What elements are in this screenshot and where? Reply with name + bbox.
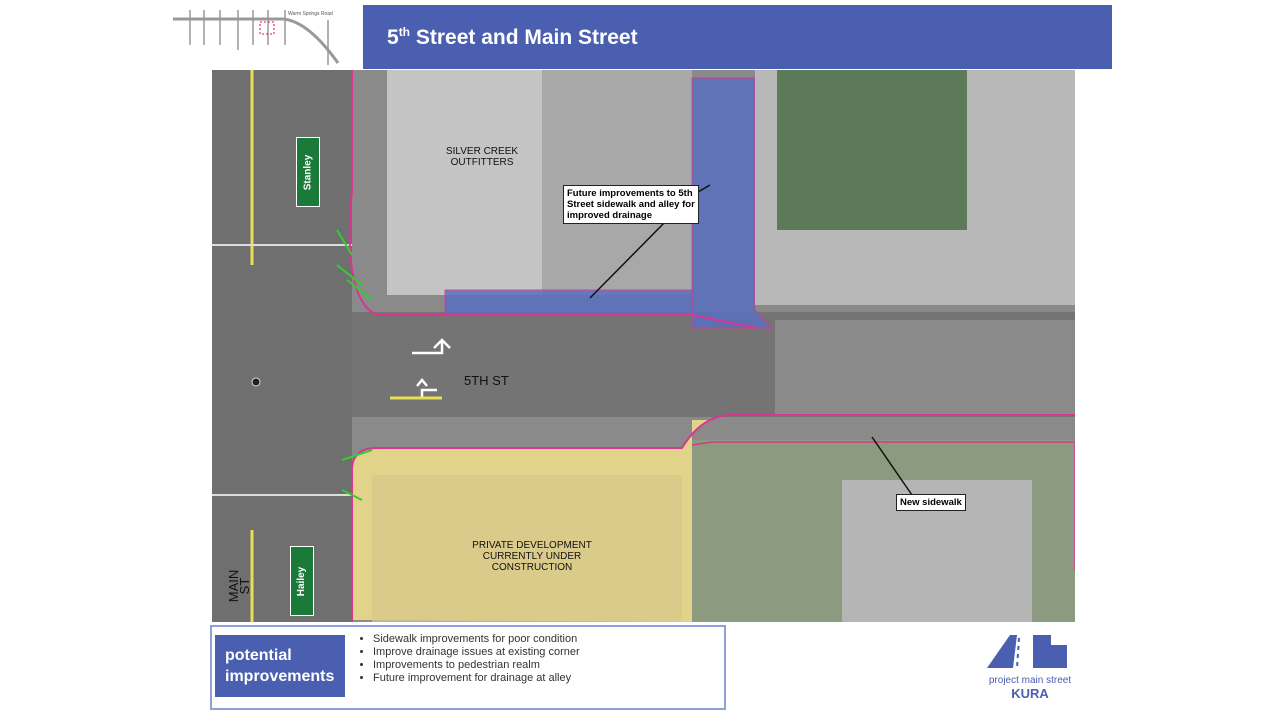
title-bar: 5th Street and Main Street (363, 5, 1112, 69)
legend-list: Sidewalk improvements for poor condition… (357, 633, 580, 685)
private-development-label: PRIVATE DEVELOPMENT CURRENTLY UNDER CONS… (472, 540, 592, 573)
hailey-sign: Hailey (290, 546, 314, 616)
legend-heading: potential improvements (215, 635, 345, 697)
fifth-st-label: 5TH ST (464, 373, 509, 388)
stanley-sign: Stanley (296, 137, 320, 207)
project-main-street-logo: project main street KURA (985, 630, 1075, 705)
key-map: Warm Springs Road (168, 5, 358, 67)
keymap-road-label: Warm Springs Road (288, 11, 333, 17)
legend-box: potential improvements Sidewalk improvem… (210, 625, 726, 710)
new-sidewalk-callout: New sidewalk (896, 494, 966, 511)
page-title: 5th Street and Main Street (387, 25, 638, 49)
legend-item: Improvements to pedestrian realm (373, 659, 580, 672)
legend-item: Future improvement for drainage at alley (373, 672, 580, 685)
kura-logo: KURA (1011, 686, 1049, 701)
future-improvements-callout: Future improvements to 5th Street sidewa… (563, 185, 699, 224)
silver-creek-label: SILVER CREEK OUTFITTERS (445, 146, 519, 168)
legend-item: Sidewalk improvements for poor condition (373, 633, 580, 646)
legend-item: Improve drainage issues at existing corn… (373, 646, 580, 659)
aerial-map: SILVER CREEK OUTFITTERS 5TH ST MAIN ST P… (212, 70, 1076, 622)
main-st-label: MAIN ST (226, 569, 252, 603)
logo-text: project main street (988, 675, 1072, 686)
